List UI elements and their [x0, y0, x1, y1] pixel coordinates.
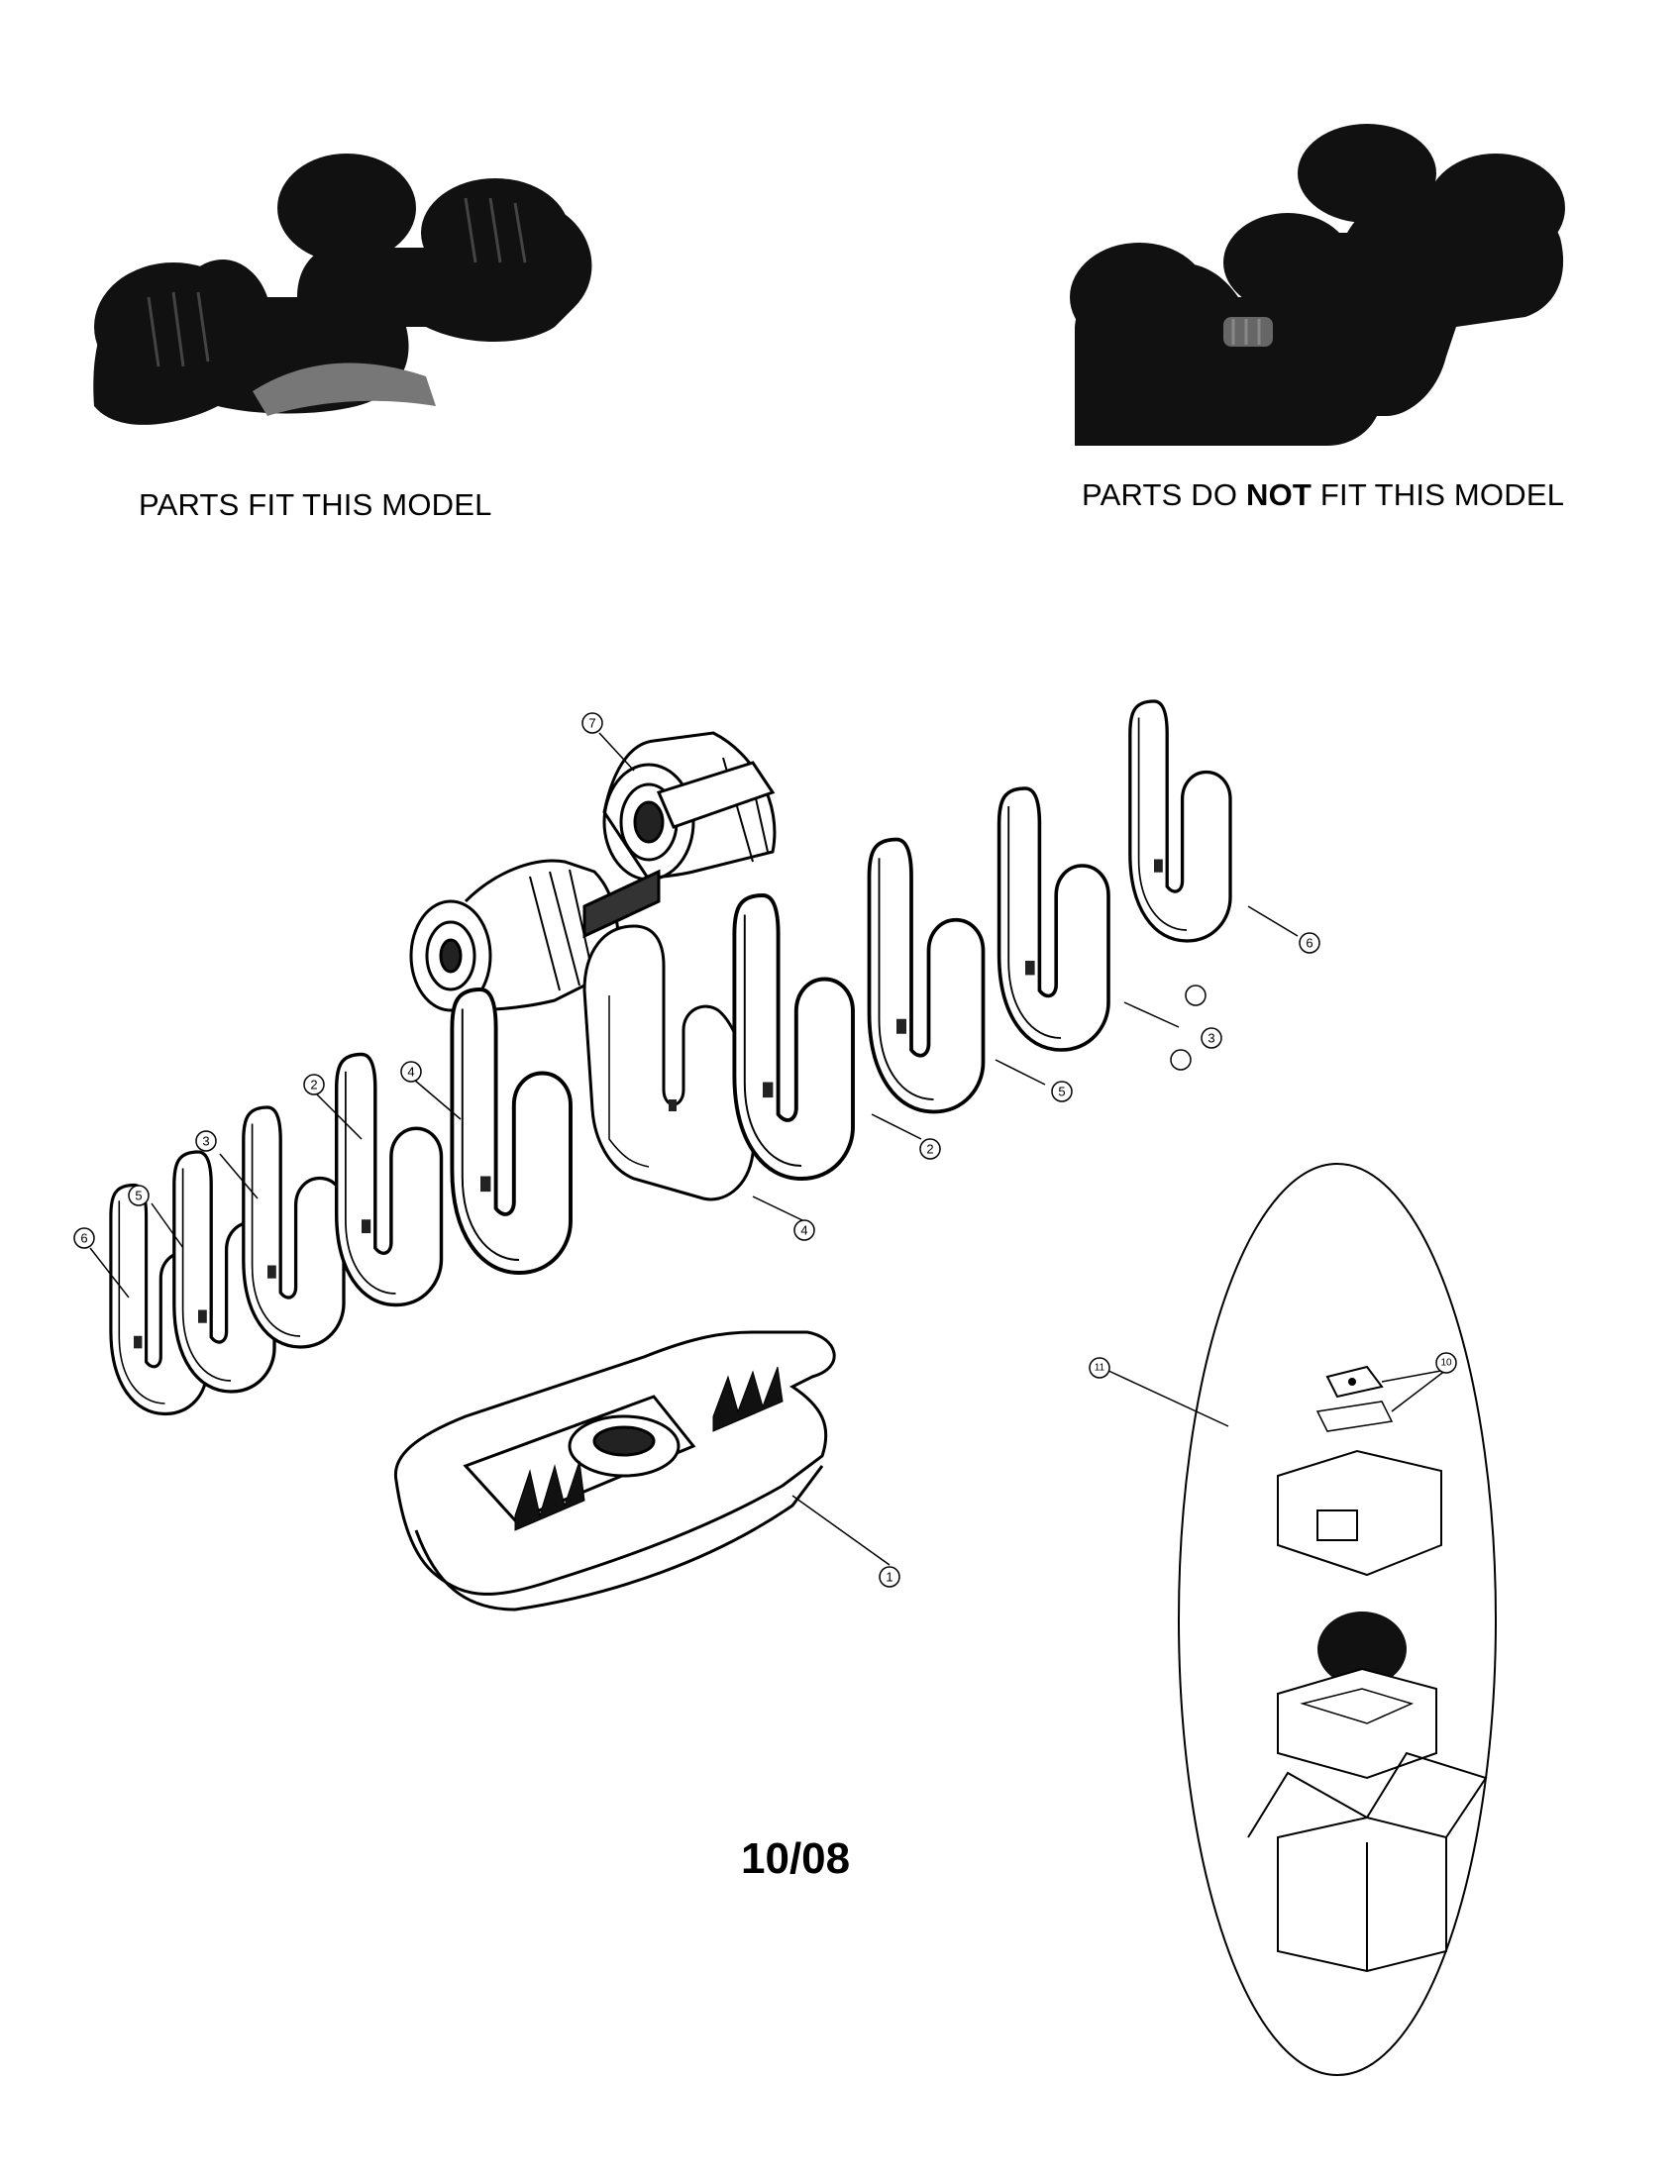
callout-packaging: 11 — [1095, 1363, 1105, 1374]
callout-base: 1 — [886, 1570, 892, 1585]
plate-5-left — [242, 1105, 346, 1349]
callout-plate-3-right: 3 — [1208, 1031, 1214, 1046]
callout-plate-2-left: 2 — [310, 1078, 317, 1092]
callout-handle: 7 — [588, 716, 595, 731]
fitting-dumbbell-photo — [93, 154, 592, 425]
dumbbell-handle-assembly — [409, 731, 777, 1012]
callout-plate-4-left: 4 — [407, 1065, 414, 1080]
callout-circles — [73, 712, 1457, 1588]
callout-plate-6-left: 6 — [80, 1231, 87, 1246]
plate-3-right — [997, 786, 1110, 1052]
callout-plate-5-right: 5 — [1058, 1085, 1065, 1099]
callout-plate-5-left: 5 — [135, 1189, 142, 1203]
plate-2-right — [732, 893, 855, 1181]
callout-plate-6-right: 6 — [1306, 936, 1312, 951]
callout-label: 10 — [1440, 1358, 1452, 1369]
packaging-group — [1178, 1163, 1497, 2076]
storage-base-tray — [393, 1330, 836, 1612]
callout-plate-3-left: 3 — [202, 1134, 209, 1149]
fit-caption: PARTS FIT THIS MODEL — [139, 487, 492, 522]
not-fit-caption: PARTS DO NOT FIT THIS MODEL — [1082, 477, 1564, 513]
date-code: 10/08 — [741, 1834, 851, 1883]
leader-lines — [89, 732, 1447, 1566]
plate-5-right — [867, 837, 986, 1114]
plate-2-left — [334, 1052, 444, 1307]
plate-4-right — [582, 924, 756, 1201]
not-fit-suffix: FIT THIS MODEL — [1312, 477, 1565, 512]
callout-plate-2-right: 2 — [926, 1142, 933, 1157]
non-fitting-dumbbell-photo — [1070, 124, 1565, 446]
plate-4-left — [450, 988, 573, 1275]
plate-6-right — [1128, 699, 1232, 943]
not-fit-prefix: PARTS DO — [1082, 477, 1247, 512]
callout-plate-4-right: 4 — [800, 1223, 807, 1238]
not-fit-emphasis: NOT — [1246, 477, 1312, 512]
